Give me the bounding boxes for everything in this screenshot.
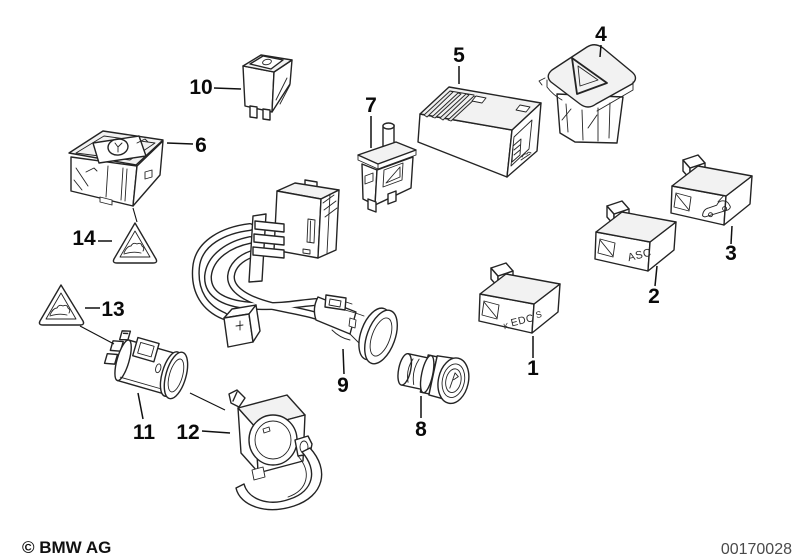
assembly-line-13-11 <box>79 325 115 345</box>
part-lighter-element <box>397 352 470 405</box>
part-switch-connector-housing <box>417 86 542 178</box>
leader-line-2 <box>654 265 658 287</box>
callout-7[interactable]: 7 <box>365 94 377 117</box>
callout-number: 12 <box>176 421 199 444</box>
lighter-socket-barrel <box>313 294 398 365</box>
callout-8[interactable]: 8 <box>415 418 427 441</box>
part-asc-rocker-switch: ASC <box>594 200 677 272</box>
leader-line-11 <box>137 392 144 420</box>
callout-number: 10 <box>189 76 212 99</box>
callout-9[interactable]: 9 <box>337 374 349 397</box>
part-mounting-bracket <box>228 389 323 511</box>
callout-number: 13 <box>101 298 124 321</box>
part-hazard-warning-switch <box>538 44 637 144</box>
callout-1[interactable]: 1 <box>527 357 539 380</box>
edc-s-label: S <box>535 309 543 320</box>
cross-mark-icon <box>235 320 244 331</box>
callout-number: 8 <box>415 418 427 441</box>
callout-6[interactable]: 6 <box>195 134 207 157</box>
callout-number: 2 <box>648 285 660 308</box>
leader-line-6 <box>166 142 194 145</box>
warning-pictogram-icon <box>49 304 71 317</box>
key-icon <box>449 372 459 389</box>
leader-line-12 <box>201 430 231 434</box>
callout-number: 11 <box>133 421 156 444</box>
callout-3[interactable]: 3 <box>725 242 737 265</box>
edc-k-label: K <box>503 321 511 331</box>
callout-number: 4 <box>595 23 607 46</box>
part-warning-triangle-14 <box>112 222 158 264</box>
hazard-triangle-icon <box>571 57 608 95</box>
callout-number: 9 <box>337 374 349 397</box>
asc-switch-label: ASC <box>626 247 652 264</box>
callout-number: 3 <box>725 242 737 265</box>
callout-number: 5 <box>453 44 465 67</box>
warning-pictogram-icon <box>123 242 145 255</box>
assembly-line-11-12 <box>189 392 226 411</box>
callout-number: 6 <box>195 134 207 157</box>
harness-sub-connector <box>223 304 261 348</box>
seat-heating-icon <box>520 151 532 161</box>
hook-glyph-icon <box>136 138 149 144</box>
part-lighter-socket-harness <box>191 179 398 365</box>
part-push-button-switch <box>357 122 417 213</box>
part-socket-housing <box>103 330 189 400</box>
callout-13[interactable]: 13 <box>101 298 124 321</box>
document-number: 00170028 <box>721 541 792 558</box>
assembly-line-6-14 <box>132 207 138 223</box>
part-small-rocker-switch <box>242 54 293 121</box>
callout-10[interactable]: 10 <box>189 76 212 99</box>
leader-line-10 <box>213 87 242 90</box>
copyright-text: © BMW AG <box>22 538 111 557</box>
callout-number: 7 <box>365 94 377 117</box>
callout-12[interactable]: 12 <box>176 421 199 444</box>
part-rocker-switch-trunk <box>670 154 753 226</box>
edc-label: EDC <box>510 312 536 329</box>
car-trunk-icon <box>702 195 731 218</box>
callout-14[interactable]: 14 <box>72 227 96 250</box>
callout-number: 1 <box>527 357 539 380</box>
callout-5[interactable]: 5 <box>453 44 465 67</box>
leader-line-4 <box>599 44 602 58</box>
callout-11[interactable]: 11 <box>133 421 156 444</box>
callout-4[interactable]: 4 <box>595 23 607 46</box>
leader-lines <box>79 44 733 434</box>
leader-line-9 <box>342 348 345 375</box>
callout-2[interactable]: 2 <box>648 285 660 308</box>
part-edc-rocker-switch: K EDC S <box>478 262 561 334</box>
callout-number: 14 <box>72 227 96 250</box>
hook-glyph-icon <box>85 167 98 173</box>
part-warning-triangle-13 <box>38 284 85 326</box>
leader-line-3 <box>730 225 733 245</box>
part-seat-heating-switch <box>68 130 164 207</box>
seat-heating-dial-icon <box>107 138 129 156</box>
